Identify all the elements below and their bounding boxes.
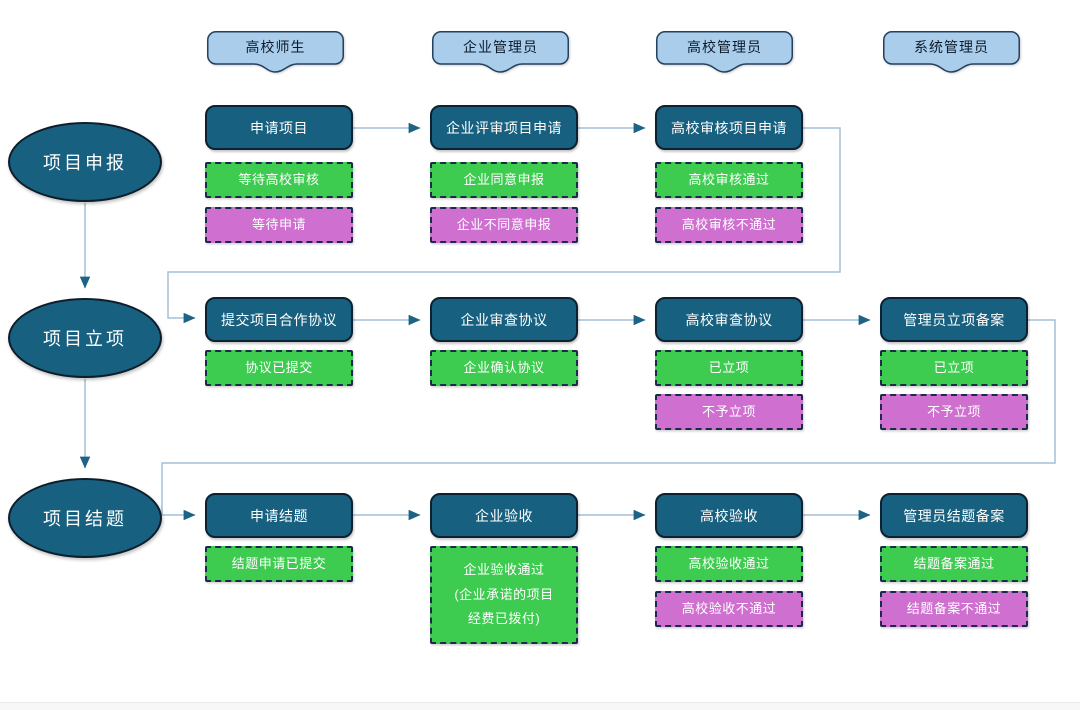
action-box-submit-agreement: 提交项目合作协议 xyxy=(205,297,353,342)
action-box-admin-conclusion-record: 管理员结题备案 xyxy=(880,493,1028,538)
status-box-green: 结题备案通过 xyxy=(880,546,1028,582)
lane-header-university-staff: 高校师生 xyxy=(207,31,344,73)
status-box-magenta: 高校审核不通过 xyxy=(655,207,803,243)
lane-label: 高校管理员 xyxy=(687,39,762,55)
phase-ellipse-conclusion: 项目结题 xyxy=(8,478,162,558)
status-box-green: 等待高校审核 xyxy=(205,162,353,198)
status-box-green: 高校审核通过 xyxy=(655,162,803,198)
action-box-university-audit: 高校审核项目申请 xyxy=(655,105,803,150)
action-box-enterprise-review: 企业评审项目申请 xyxy=(430,105,578,150)
lane-label: 企业管理员 xyxy=(463,39,538,55)
action-box-admin-establishment-record: 管理员立项备案 xyxy=(880,297,1028,342)
status-box-magenta: 不予立项 xyxy=(880,394,1028,430)
lane-tab-shape xyxy=(883,31,1020,73)
status-box-green: 高校验收通过 xyxy=(655,546,803,582)
status-box-green: 企业确认协议 xyxy=(430,350,578,386)
action-box-apply-project: 申请项目 xyxy=(205,105,353,150)
status-box-magenta: 企业不同意申报 xyxy=(430,207,578,243)
status-box-magenta: 结题备案不通过 xyxy=(880,591,1028,627)
action-box-enterprise-acceptance: 企业验收 xyxy=(430,493,578,538)
action-box-university-check-agreement: 高校审查协议 xyxy=(655,297,803,342)
status-box-green: 结题申请已提交 xyxy=(205,546,353,582)
action-box-enterprise-check-agreement: 企业审查协议 xyxy=(430,297,578,342)
status-box-green-multiline: 企业验收通过 (企业承诺的项目 经费已拨付) xyxy=(430,546,578,644)
status-box-green: 企业同意申报 xyxy=(430,162,578,198)
status-box-green: 已立项 xyxy=(880,350,1028,386)
action-box-apply-conclusion: 申请结题 xyxy=(205,493,353,538)
lane-label: 系统管理员 xyxy=(914,39,989,55)
phase-ellipse-establishment: 项目立项 xyxy=(8,298,162,378)
phase-ellipse-application: 项目申报 xyxy=(8,122,162,202)
status-box-magenta: 不予立项 xyxy=(655,394,803,430)
status-box-magenta: 等待申请 xyxy=(205,207,353,243)
status-box-green: 已立项 xyxy=(655,350,803,386)
lane-label: 高校师生 xyxy=(245,39,306,55)
action-box-university-acceptance: 高校验收 xyxy=(655,493,803,538)
page-bottom-edge xyxy=(0,702,1080,710)
status-box-green: 协议已提交 xyxy=(205,350,353,386)
lane-tab-shape xyxy=(207,31,344,73)
lane-header-enterprise-admin: 企业管理员 xyxy=(432,31,569,73)
lane-header-system-admin: 系统管理员 xyxy=(883,31,1020,73)
lane-tab-shape xyxy=(656,31,793,73)
lane-header-university-admin: 高校管理员 xyxy=(656,31,793,73)
status-box-magenta: 高校验收不通过 xyxy=(655,591,803,627)
lane-tab-shape xyxy=(432,31,569,73)
